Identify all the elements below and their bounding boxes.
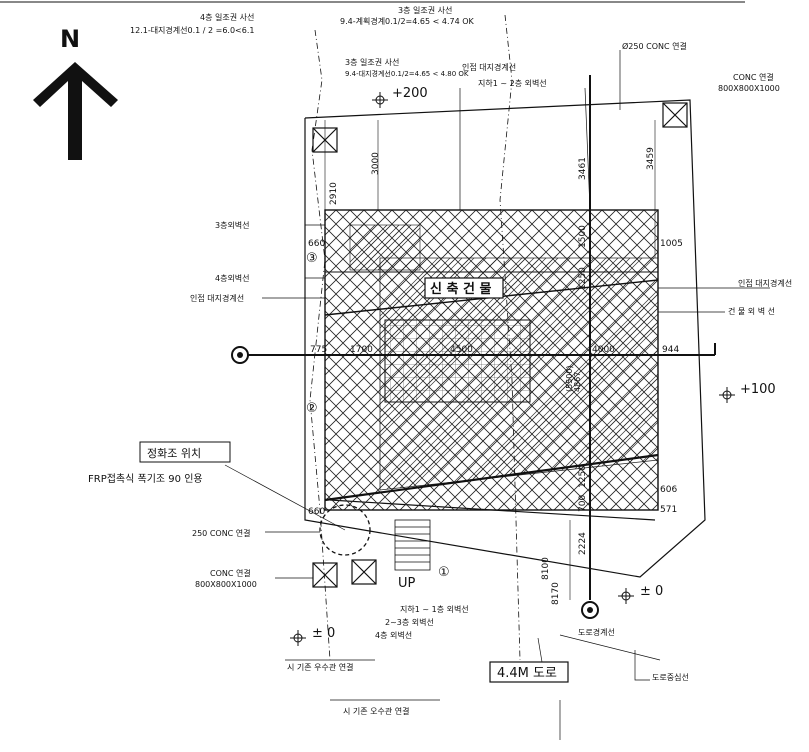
label-3f-calc-mid: 9.4-대지경계선0.1/2=4.65 < 4.80 OK: [345, 69, 469, 78]
dim-775: 775: [310, 345, 327, 355]
dim-3459: 3459: [646, 147, 656, 170]
label-conc-box-tr-2: 800X800X1000: [718, 84, 780, 93]
label-b1-1f: 지하1 ~ 1층 외벽선: [400, 604, 469, 614]
building-footprint: [324, 75, 659, 600]
label-plus100: +100: [740, 382, 776, 397]
label-conc-pipe-top: Ø250 CONC 연결: [622, 41, 687, 51]
label-conc-box-tr-1: CONC 연결: [733, 72, 774, 82]
label-4f-wall-bottom: 4층 외벽선: [375, 630, 412, 640]
circle-marker-1: ①: [438, 565, 450, 580]
label-city-rain: 시 기존 우수관 연결: [287, 662, 354, 672]
label-4f-wall: 4층외벽선: [215, 273, 250, 283]
dim-1700: 1700: [350, 345, 373, 355]
dim-606: 606: [660, 485, 677, 495]
dim-2910: 2910: [329, 182, 339, 205]
label-plus200: +200: [392, 86, 428, 101]
benchmark-icon: [290, 92, 735, 646]
dim-1250: 1250: [578, 267, 588, 290]
label-3f-light-mid: 3층 일조권 사선: [345, 57, 399, 67]
north-label: N: [60, 25, 80, 53]
section-marker-icon: [231, 346, 249, 364]
label-4f-light: 4층 일조권 사선: [200, 12, 254, 22]
label-3f-calc-top: 9.4-계획경계0.1/2=4.65 < 4.74 OK: [340, 16, 475, 26]
label-zero-right: ± 0: [640, 584, 663, 599]
label-2-3f: 2~3층 외벽선: [385, 617, 434, 627]
dim-4000: 4000: [592, 345, 615, 355]
dim-8170: 8170: [551, 582, 561, 605]
building-name: 신 축 건 물: [430, 281, 491, 297]
dim-1005: 1005: [660, 239, 683, 249]
label-3f-light-top: 3층 일조권 사선: [398, 5, 452, 15]
label-conc-box-bl-1: CONC 연결: [210, 568, 251, 578]
dim-660-top: 660: [308, 239, 325, 249]
circle-marker-2: ②: [306, 401, 318, 416]
section-marker-icon: [581, 601, 599, 619]
dim-1500: 1500: [578, 225, 588, 248]
dim-5500: (5500): [565, 365, 574, 392]
dim-8100: 8100: [541, 557, 551, 580]
label-bldg-wall-right: 건 물 외 벽 선: [728, 306, 775, 316]
dim-2224: 2224: [578, 532, 588, 555]
label-up: UP: [398, 576, 416, 591]
label-frp: FRP접촉식 폭기조 90 인용: [88, 473, 203, 485]
north-arrow-icon: [33, 62, 118, 160]
dim-660-bottom: 660: [308, 507, 325, 517]
label-conc-250: 250 CONC 연결: [192, 528, 251, 538]
label-adj-boundary-left: 인접 대지경계선: [190, 293, 244, 303]
dim-944: 944: [662, 345, 679, 355]
label-road-boundary: 도로경계선: [578, 627, 615, 637]
label-4f-calc: 12.1-대지경계선0.1 / 2 =6.0<6.1: [130, 25, 255, 35]
label-adj-boundary-right: 인접 대지경계선: [738, 278, 792, 288]
label-road-center: 도로중심선: [652, 672, 689, 682]
dim-571: 571: [660, 505, 677, 515]
dim-3000: 3000: [371, 152, 381, 175]
label-city-sewer: 시 기존 오수관 연결: [343, 706, 410, 716]
label-b1-2f: 지하1 ~ 2층 외벽선: [478, 78, 547, 88]
dim-1250-bottom: 1250: [578, 465, 588, 488]
label-septic: 정화조 위치: [147, 447, 201, 460]
label-road-width: 4.4M 도로: [497, 666, 557, 681]
dim-3461: 3461: [578, 157, 588, 180]
label-conc-box-bl-2: 800X800X1000: [195, 580, 257, 589]
dim-700: 700: [578, 495, 588, 512]
dim-4500: 4500: [450, 345, 473, 355]
circle-marker-3: ③: [306, 251, 318, 266]
label-zero-left: ± 0: [312, 626, 335, 641]
label-adj-boundary-top: 인접 대지경계선: [462, 62, 516, 72]
septic-circle-icon: [319, 504, 371, 556]
dim-4867: 4867: [573, 372, 582, 392]
label-3f-wall: 3층외벽선: [215, 220, 250, 230]
